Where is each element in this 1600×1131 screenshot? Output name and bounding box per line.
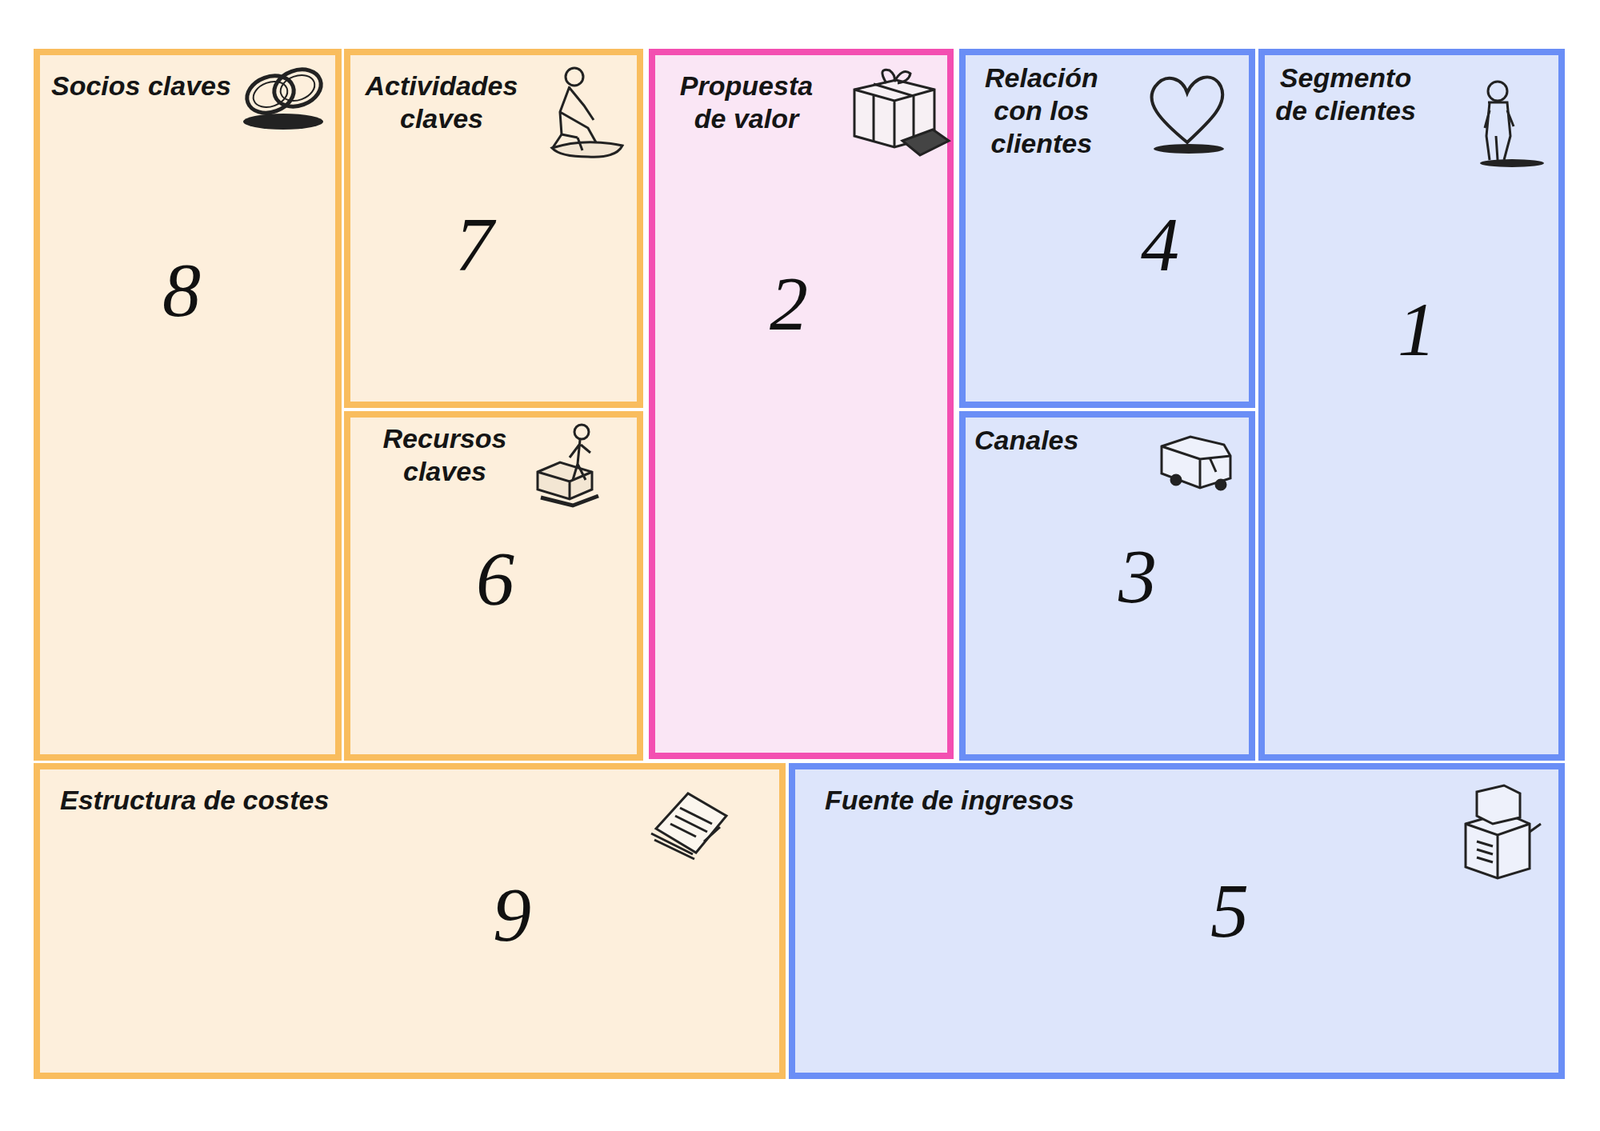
block-title: Propuesta de valor bbox=[666, 69, 827, 136]
block-title: Estructura de costes bbox=[60, 784, 460, 817]
person-icon bbox=[1480, 81, 1544, 168]
step-number: 4 bbox=[1140, 206, 1180, 284]
resources-icon bbox=[537, 424, 599, 506]
number-slot: 8 bbox=[40, 55, 336, 755]
block-title: Segmento de clientes bbox=[1269, 61, 1422, 128]
number-slot: 6 bbox=[350, 417, 637, 755]
step-number: 9 bbox=[492, 876, 532, 954]
canvas-block: Fuente de ingresos 5 bbox=[788, 763, 1565, 1080]
canvas-block: Propuesta de valor 2 bbox=[648, 48, 954, 760]
step-number: 6 bbox=[476, 540, 515, 618]
canvas-block: Recursos claves 6 bbox=[344, 411, 644, 761]
truck-icon bbox=[1161, 436, 1231, 490]
canvas-block: Socios claves 8 bbox=[33, 48, 342, 761]
step-number: 2 bbox=[769, 265, 808, 343]
number-slot: 1 bbox=[1264, 55, 1559, 755]
block-title: Relación con los clientes bbox=[984, 61, 1099, 160]
worker-icon bbox=[552, 68, 623, 157]
canvas-block: Relación con los clientes 4 bbox=[959, 48, 1256, 408]
canvas-block: Estructura de costes 9 bbox=[33, 763, 786, 1080]
canvas-block: Canales 3 bbox=[959, 411, 1256, 761]
invoice-icon bbox=[651, 793, 727, 860]
number-slot: 7 bbox=[350, 55, 637, 402]
block-title: Socios claves bbox=[51, 69, 268, 103]
block-title: Canales bbox=[974, 424, 1183, 457]
canvas-block: Segmento de clientes 1 bbox=[1258, 48, 1565, 761]
register-icon bbox=[1465, 785, 1541, 879]
step-number: 5 bbox=[1210, 872, 1249, 950]
heart-icon bbox=[1151, 76, 1224, 154]
block-title: Fuente de ingresos bbox=[824, 784, 1225, 817]
step-number: 1 bbox=[1397, 291, 1436, 368]
step-number: 7 bbox=[455, 206, 494, 284]
number-slot: 2 bbox=[655, 55, 948, 753]
step-number: 3 bbox=[1118, 538, 1157, 616]
block-title: Actividades claves bbox=[353, 69, 530, 136]
block-title: Recursos claves bbox=[364, 422, 525, 488]
canvas-block: Actividades claves 7 bbox=[344, 48, 644, 408]
step-number: 8 bbox=[162, 252, 201, 329]
number-slot: 3 bbox=[965, 417, 1249, 755]
gift-icon bbox=[854, 69, 949, 156]
rings-icon bbox=[241, 63, 326, 130]
